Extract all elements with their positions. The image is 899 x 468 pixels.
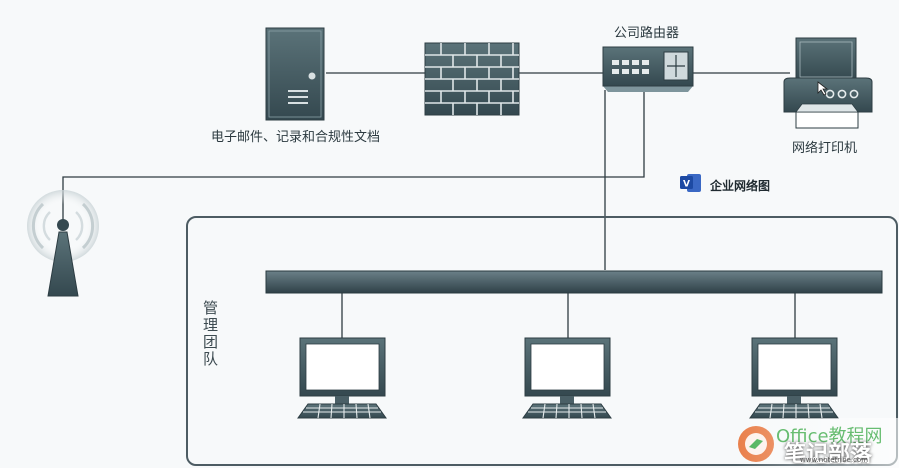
printer-icon	[783, 37, 873, 129]
firewall-icon	[424, 42, 520, 116]
computer-icon	[297, 337, 387, 419]
computer-icon	[522, 337, 612, 419]
team-label: 管理团队	[201, 300, 219, 368]
svg-text:V: V	[683, 180, 690, 190]
mouse-cursor-icon	[817, 81, 829, 96]
visio-logo-icon: V	[680, 174, 701, 192]
server-tower-icon	[265, 27, 325, 121]
watermark-backdrop	[736, 418, 899, 468]
lan-bus-bar	[265, 270, 883, 294]
link-router-wireless	[62, 90, 645, 222]
router-label: 公司路由器	[614, 26, 680, 41]
team-frame	[186, 216, 898, 466]
watermark-line2: 笔记部落	[784, 442, 873, 467]
server-label: 电子邮件、记录和合规性文档	[211, 130, 381, 145]
watermark-line1: Office教程网	[776, 426, 883, 447]
wireless-tower-icon	[27, 190, 99, 297]
watermark-url: www.notetribe.com	[800, 456, 869, 464]
computer-icon	[749, 337, 839, 419]
printer-label: 网络打印机	[792, 141, 858, 156]
diagram-brand-label: 企业网络图	[710, 179, 771, 193]
router-icon	[602, 46, 694, 92]
